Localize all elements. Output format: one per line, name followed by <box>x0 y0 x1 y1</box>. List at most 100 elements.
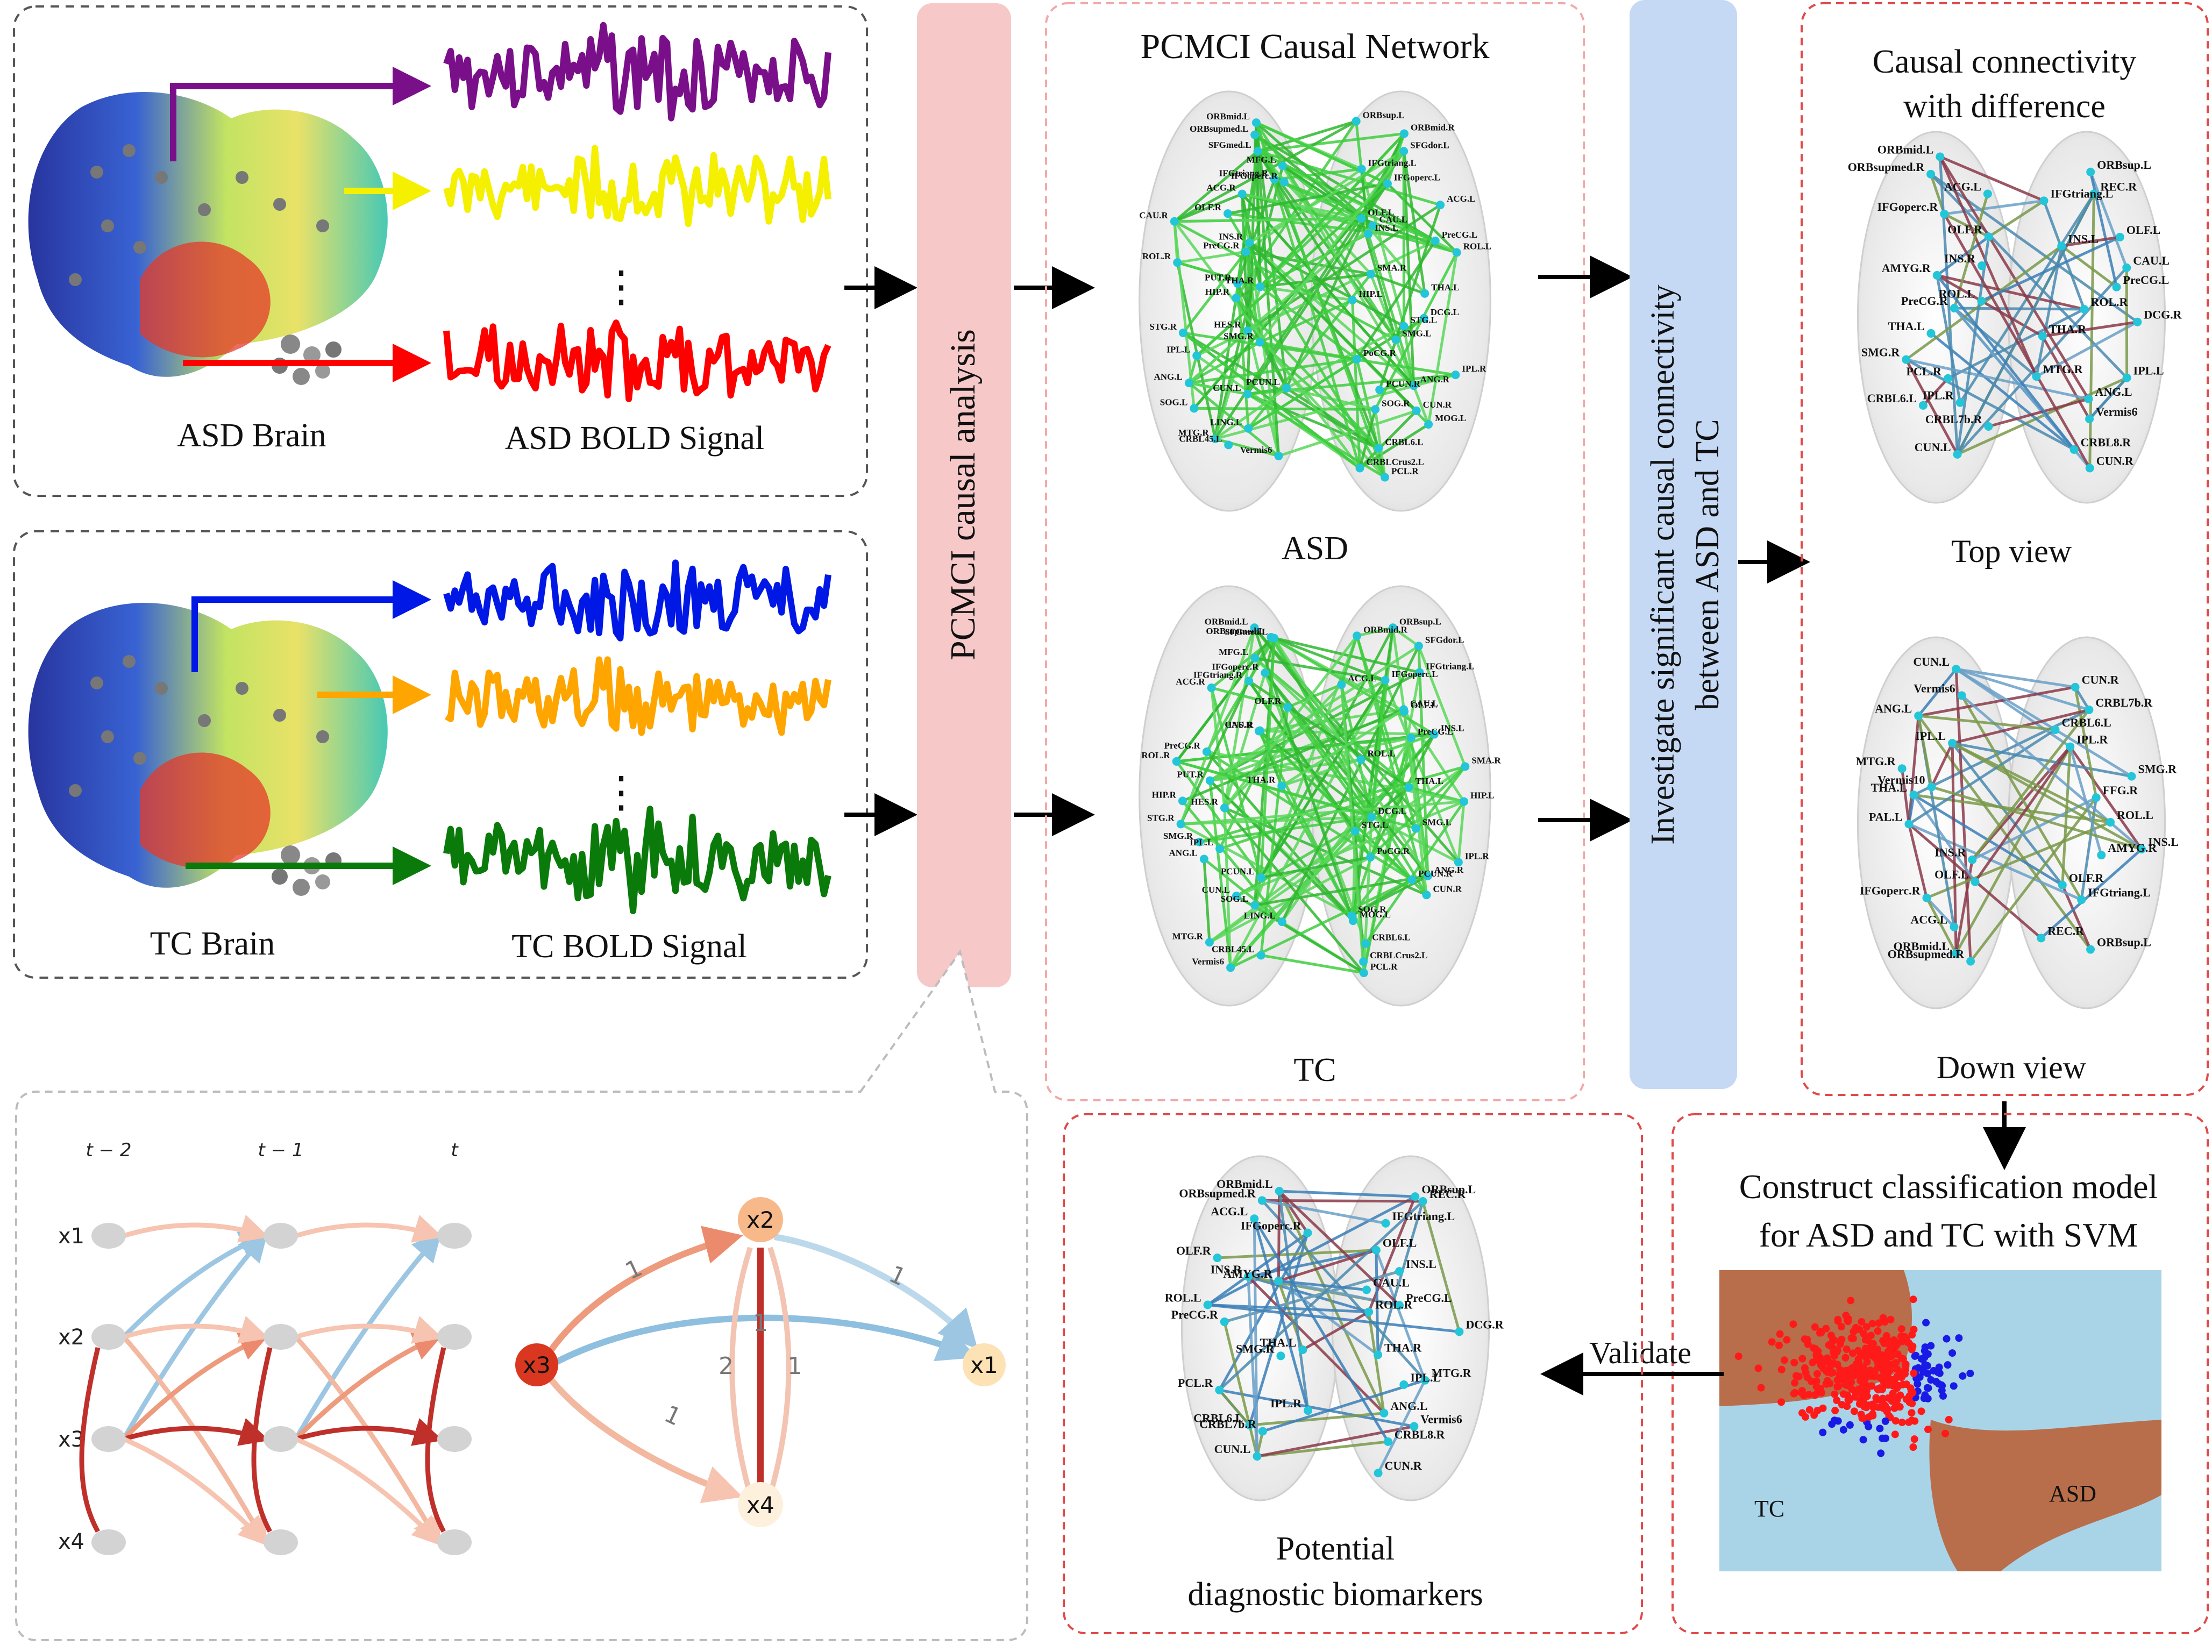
time-label-t1: t − 1 <box>258 1140 303 1161</box>
svm-tc-point <box>1939 1392 1947 1400</box>
region-node <box>1429 730 1439 739</box>
svm-asd-point <box>1857 1389 1865 1397</box>
contemporaneous-edge <box>79 1347 101 1533</box>
region-node <box>1922 893 1931 902</box>
connectivity-edge <box>1362 737 1413 973</box>
region-node <box>1303 1228 1312 1237</box>
connectivity-edge <box>2074 686 2090 711</box>
connectivity-edge <box>1217 1249 1377 1259</box>
region-node <box>2085 464 2094 473</box>
connectivity-edge <box>1908 728 2056 825</box>
connectivity-edge <box>1277 1191 1281 1281</box>
region-node <box>1371 405 1380 414</box>
region-node <box>1220 803 1229 813</box>
region-node <box>2086 945 2095 954</box>
region-node <box>1950 922 1959 931</box>
connectivity-edge <box>1247 1276 1258 1457</box>
svm-asd-point <box>1775 1341 1783 1349</box>
region-label: AMYG.R <box>1223 1267 1272 1280</box>
connectivity-edge <box>1370 680 1386 817</box>
svm-asd-point <box>1924 1426 1932 1434</box>
region-node <box>1383 1437 1392 1446</box>
connectivity-edge <box>1939 156 2090 400</box>
region-node <box>1298 1345 1307 1354</box>
region-label: ROL.R <box>1375 1298 1413 1312</box>
asd-ellipsis: ⋮ <box>600 264 643 311</box>
connectivity-edge <box>1367 1312 1385 1414</box>
region-label: ORBsupmed.R <box>1848 160 1925 174</box>
region-node <box>1274 451 1283 460</box>
region-label: CUN.R <box>1423 400 1452 410</box>
region-label: CUN.R <box>1385 1459 1422 1472</box>
connectivity-edge <box>1375 1250 1379 1355</box>
region-node <box>1399 1380 1409 1389</box>
time-node <box>91 1426 126 1452</box>
region-node <box>1943 374 1952 383</box>
region-label: THA.R <box>1384 1341 1422 1354</box>
region-node <box>1304 1406 1313 1415</box>
connectivity-edge <box>1938 156 1959 454</box>
region-node <box>1213 1254 1222 1263</box>
region-label: ORBsupmed.L <box>1190 124 1248 134</box>
region-label: PCUN.L <box>1221 866 1255 877</box>
svm-asd-point <box>1864 1336 1872 1344</box>
connectivity-edge <box>1378 204 1442 390</box>
lagged-edge <box>122 1333 269 1441</box>
asd-brain-image <box>28 92 388 385</box>
svm-asd-point <box>1789 1320 1797 1328</box>
region-node <box>1255 338 1264 347</box>
connectivity-edge <box>1227 182 1388 215</box>
connectivity-edge <box>1954 669 1972 962</box>
region-node <box>1451 371 1460 380</box>
connectivity-edge <box>1281 708 1405 787</box>
svm-asd-region-lower <box>1929 1420 2161 1571</box>
region-label: CRBL45.L <box>1179 433 1222 444</box>
region-label: CAU.L <box>1379 215 1407 225</box>
connectivity-edge <box>1360 733 1435 761</box>
region-node <box>1399 322 1409 331</box>
svm-tc-point <box>1923 1384 1931 1392</box>
region-label: IFGtriang.L <box>2050 187 2113 200</box>
region-label: DCG.L <box>1378 806 1406 816</box>
svm-tc-point <box>1921 1343 1929 1351</box>
connectivity-edge <box>1954 746 2072 955</box>
region-node <box>1278 161 1287 170</box>
pcmci-panel: PCMCI causal analysis <box>917 3 1011 987</box>
svm-tc-point <box>1950 1382 1958 1390</box>
region-node <box>1381 473 1390 482</box>
region-node <box>2085 415 2094 424</box>
region-label: CRBL8.R <box>1395 1428 1446 1441</box>
svm-asd-point <box>1917 1407 1925 1415</box>
region-node <box>1202 747 1211 756</box>
connectivity-edge <box>1177 250 1246 264</box>
svm-asd-point <box>1830 1336 1838 1344</box>
connectivity-edge <box>1918 686 2076 717</box>
region-node <box>1968 855 1977 864</box>
connectivity-edge <box>1176 262 1217 439</box>
region-node <box>1178 796 1187 806</box>
connectivity-edge <box>2060 245 2118 288</box>
region-label: ACG.L <box>1944 180 1981 193</box>
region-label: INS.R <box>1934 846 1966 859</box>
svm-asd-point <box>1890 1378 1898 1386</box>
region-label: REC.R <box>2047 924 2085 937</box>
connectivity-edge <box>1274 178 1436 243</box>
region-node <box>1253 147 1262 156</box>
connectivity-edge <box>1369 273 1430 425</box>
svm-asd-point <box>1886 1366 1894 1375</box>
connectivity-edge <box>1261 953 1364 974</box>
connectivity-edge <box>1956 193 2095 455</box>
region-label: IPL.R <box>1465 851 1490 861</box>
svm-asd-point <box>1870 1372 1879 1380</box>
region-node <box>1379 1408 1389 1418</box>
connectivity-edge <box>1182 708 1405 802</box>
edge-label-arc-left: 2 <box>719 1352 734 1380</box>
region-label: Vermis6 <box>1192 956 1224 966</box>
connectivity-edge <box>2089 171 2128 268</box>
svm-asd-point <box>1881 1405 1889 1413</box>
svm-asd-point <box>1864 1351 1872 1359</box>
connectivity-edge <box>1253 1219 1258 1457</box>
region-label: IFGoperc.R <box>1212 661 1259 672</box>
